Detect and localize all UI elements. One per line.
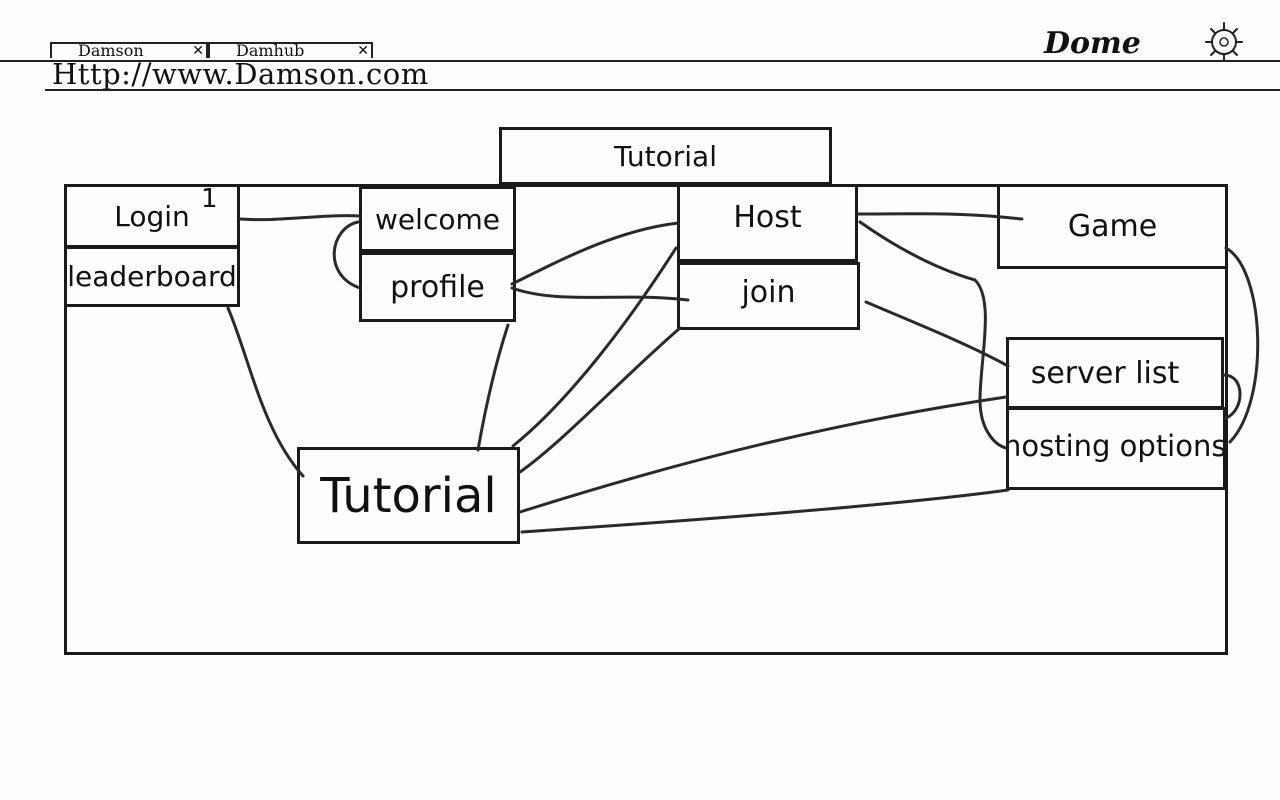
- profile-label: profile: [390, 269, 485, 305]
- game-box[interactable]: Game: [997, 184, 1228, 269]
- join-label: join: [741, 274, 796, 310]
- toolbar-top-divider: [0, 60, 1280, 62]
- tab-damson[interactable]: Damson ✕: [50, 42, 208, 58]
- tab-damhub[interactable]: Damhub ✕: [208, 42, 373, 58]
- welcome-label: welcome: [375, 202, 500, 236]
- login-badge: 1: [201, 184, 218, 214]
- address-bar[interactable]: Http://www.Damson.com: [52, 57, 429, 91]
- tutorial-label: Tutorial: [320, 467, 497, 524]
- brand-logo: Dome: [1044, 26, 1141, 61]
- profile-box[interactable]: profile: [359, 252, 516, 322]
- connector-game-hosting: [1224, 246, 1260, 444]
- top-tutorial-tab[interactable]: Tutorial: [499, 127, 832, 185]
- gear-icon[interactable]: [1203, 20, 1245, 64]
- leaderboard-box[interactable]: leaderboard: [64, 246, 240, 307]
- tutorial-box[interactable]: Tutorial: [297, 447, 520, 544]
- host-label: Host: [733, 199, 802, 235]
- tab-close-icon[interactable]: ✕: [192, 43, 204, 58]
- login-label: Login: [114, 199, 190, 233]
- toolbar-bottom-divider: [45, 89, 1280, 91]
- tab-label: Damson: [78, 42, 144, 58]
- join-box[interactable]: join: [677, 262, 860, 330]
- tab-label: Damhub: [236, 42, 305, 58]
- welcome-box[interactable]: welcome: [359, 186, 516, 252]
- tab-close-icon[interactable]: ✕: [357, 43, 369, 58]
- host-box[interactable]: Host: [677, 184, 858, 262]
- server-list-label: server list: [1030, 355, 1180, 391]
- hosting-options-label: hosting options: [1006, 428, 1226, 463]
- game-label: Game: [1067, 209, 1158, 244]
- top-tutorial-label: Tutorial: [614, 139, 717, 173]
- leaderboard-label: leaderboard: [67, 260, 237, 293]
- hosting-options-box[interactable]: hosting options: [1006, 407, 1226, 490]
- server-list-box[interactable]: server list: [1006, 337, 1224, 409]
